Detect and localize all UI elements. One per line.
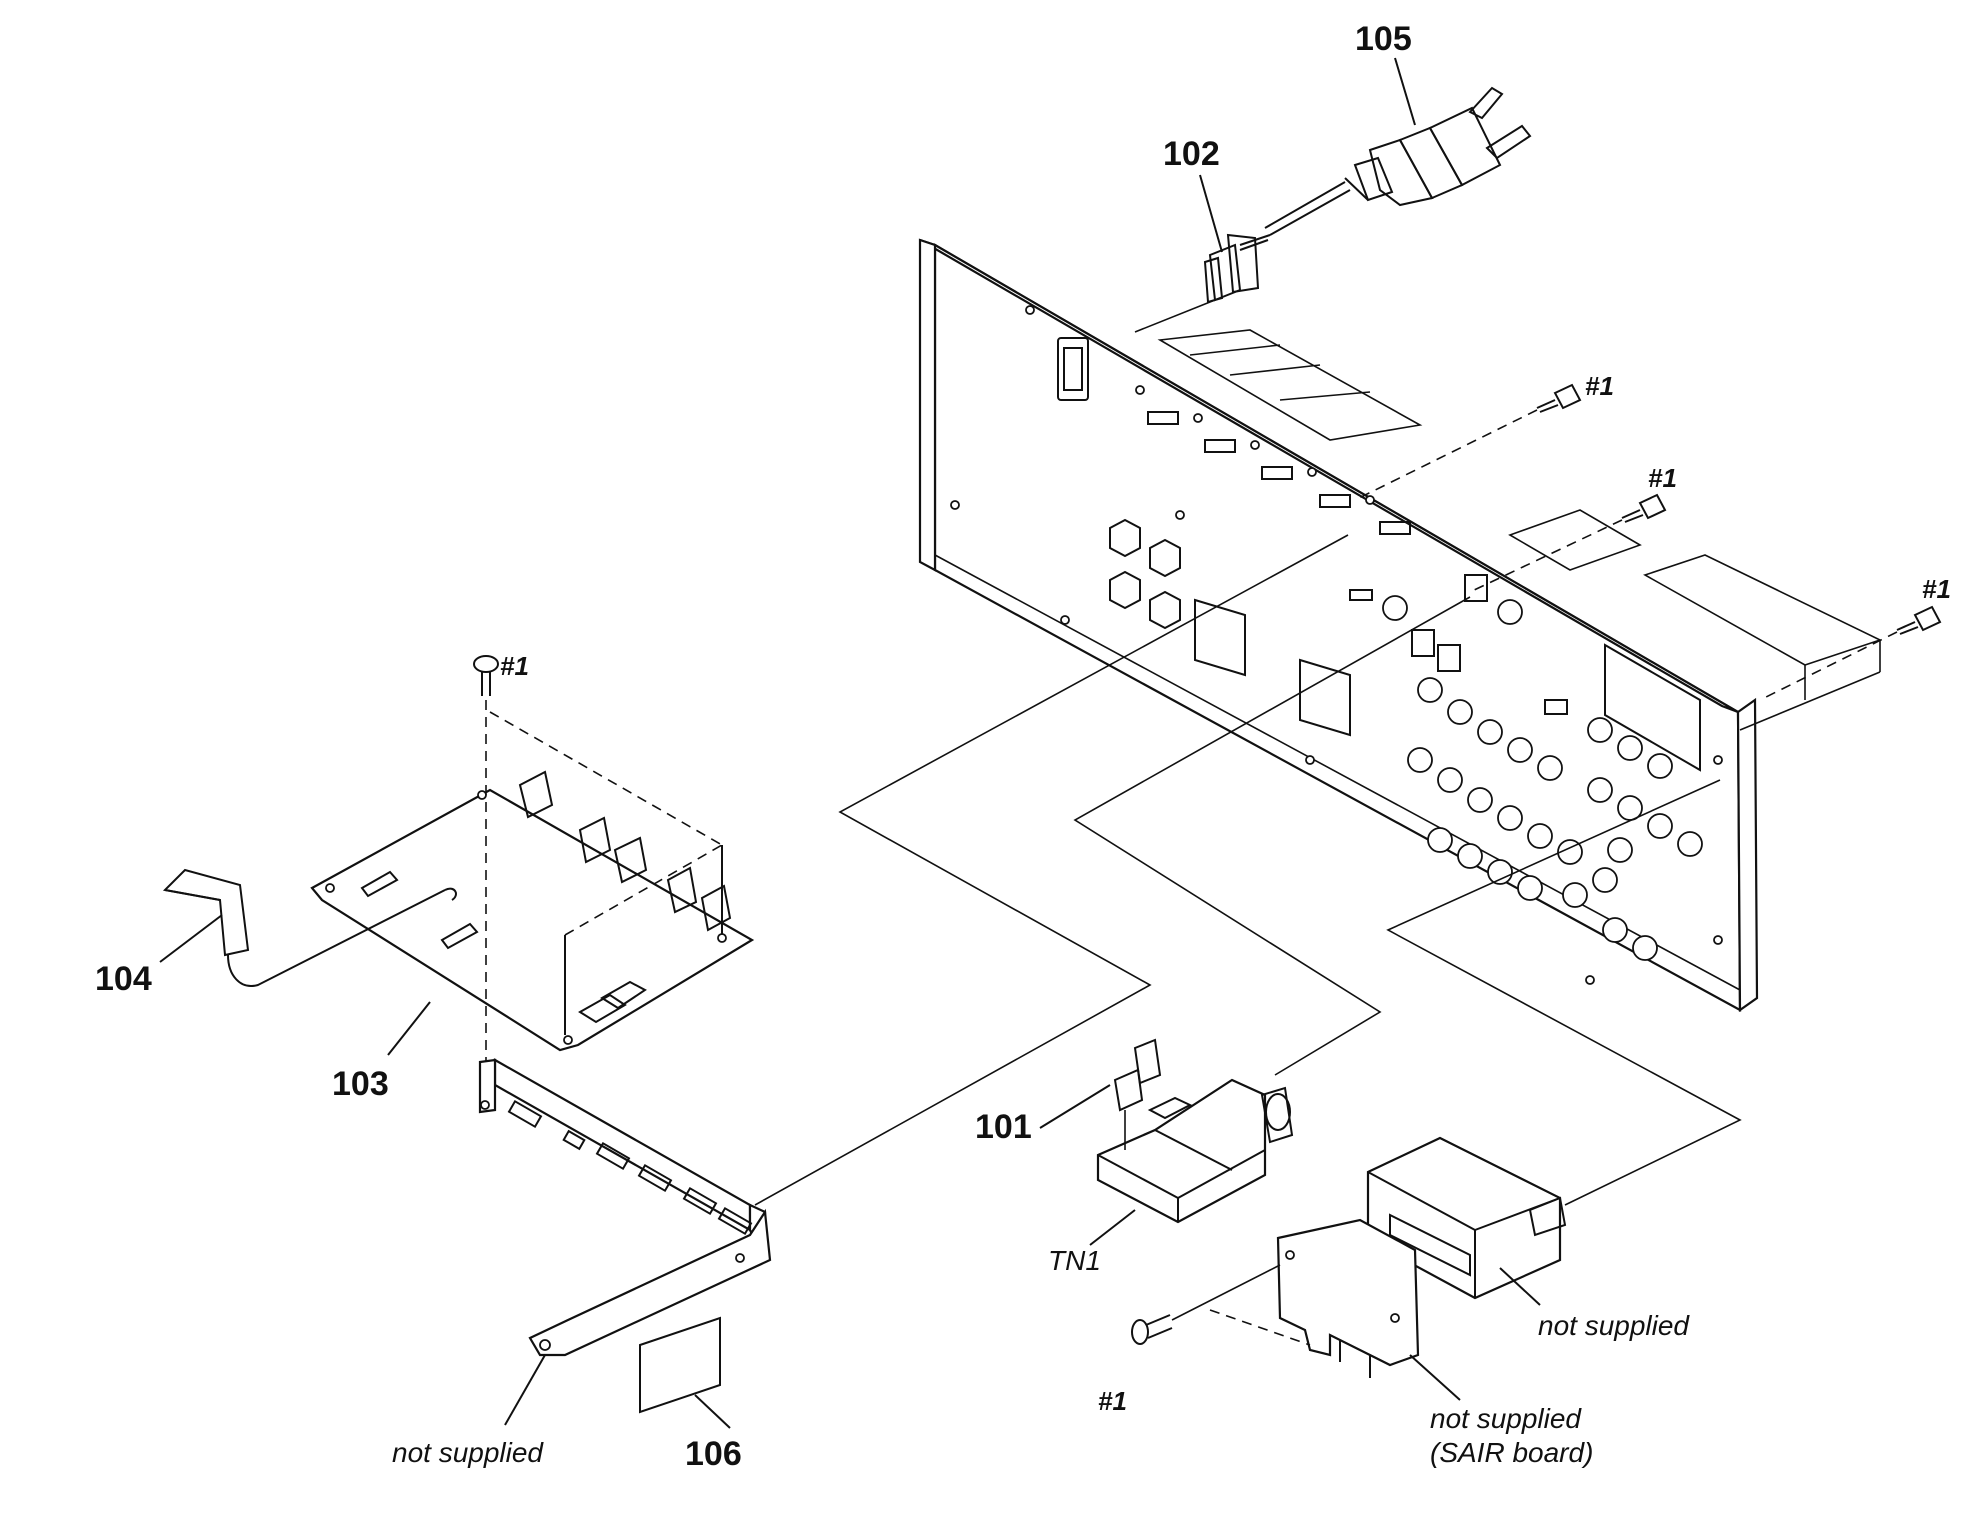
label-sheet bbox=[639, 1316, 731, 1429]
screw-label-right: #1 bbox=[1922, 574, 1951, 604]
ac-inlet-bushing bbox=[1134, 174, 1269, 333]
part-number-104: 104 bbox=[95, 960, 152, 998]
jack-holes bbox=[1382, 595, 1703, 961]
rear-panel bbox=[918, 238, 1883, 1013]
screw-upper bbox=[1354, 383, 1582, 501]
part-number-103: 103 bbox=[332, 1065, 389, 1103]
screw-label-lower: #1 bbox=[1098, 1386, 1127, 1416]
screw-lower bbox=[1131, 1264, 1311, 1346]
tuner-unit bbox=[1039, 1038, 1294, 1246]
not-supplied-sair: not supplied bbox=[1430, 1403, 1582, 1434]
screw-board bbox=[473, 655, 499, 1110]
mounting-bracket bbox=[478, 1058, 772, 1426]
part-number-102: 102 bbox=[1163, 135, 1220, 173]
part-number-101: 101 bbox=[975, 1108, 1032, 1146]
pc-board bbox=[310, 711, 755, 1056]
flat-cable bbox=[159, 868, 457, 987]
screw-right bbox=[1759, 605, 1942, 701]
part-number-106: 106 bbox=[685, 1435, 742, 1473]
ac-power-cord bbox=[1239, 57, 1532, 246]
sair-board bbox=[1276, 1218, 1461, 1401]
not-supplied-bracket: not supplied bbox=[392, 1437, 544, 1468]
not-supplied-block: not supplied bbox=[1538, 1310, 1690, 1341]
assembly-lines bbox=[754, 534, 1742, 1206]
tuner-label: TN1 bbox=[1048, 1245, 1101, 1276]
screw-label-board: #1 bbox=[500, 651, 529, 681]
screw-label-upper: #1 bbox=[1585, 371, 1614, 401]
screw-middle bbox=[1469, 493, 1667, 593]
screw-label-middle: #1 bbox=[1648, 463, 1677, 493]
part-number-105: 105 bbox=[1355, 20, 1412, 58]
sair-board-label: (SAIR board) bbox=[1430, 1437, 1593, 1468]
